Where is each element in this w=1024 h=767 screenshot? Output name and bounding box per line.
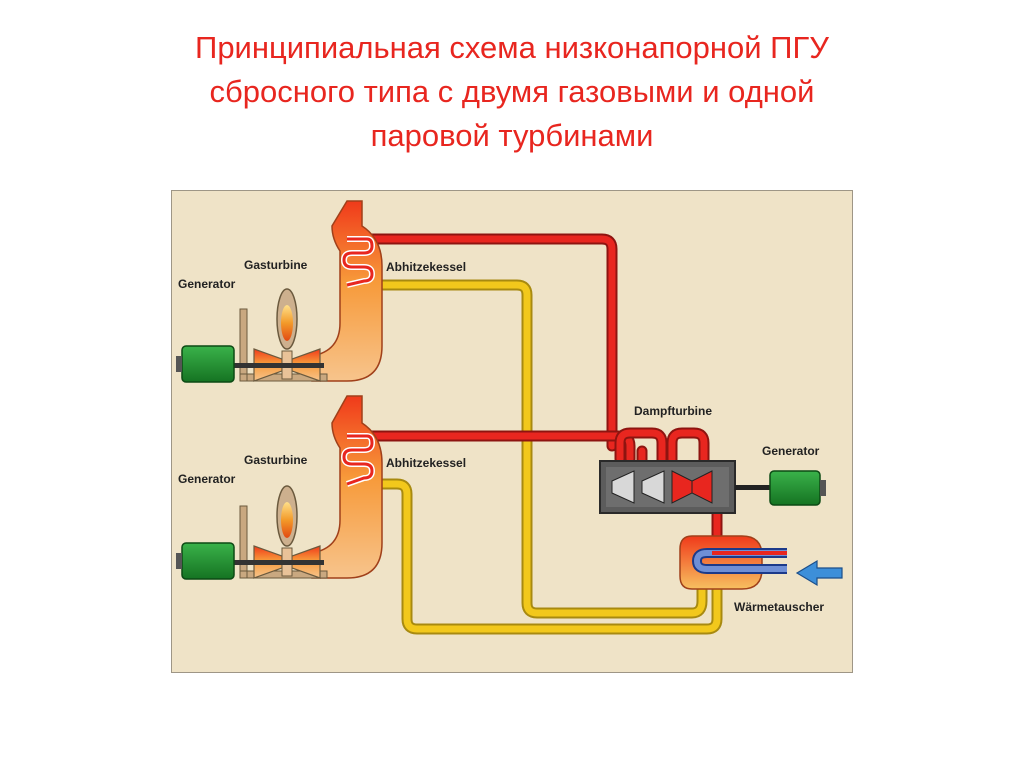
water-pipes xyxy=(341,279,723,635)
page-title: Принципиальная схема низконапорной ПГУ с… xyxy=(0,26,1024,158)
shaft-bottom xyxy=(234,560,324,565)
flame-top xyxy=(281,305,293,341)
generator-right xyxy=(769,470,821,506)
gas-turbine-unit-top xyxy=(176,200,383,383)
steam-stage-3b xyxy=(691,470,713,504)
gas-turbine-unit-bottom xyxy=(176,395,383,580)
title-line-1: Принципиальная схема низконапорной ПГУ xyxy=(195,30,829,65)
generator-top-left xyxy=(181,345,235,383)
label-gasturbine-top: Gasturbine xyxy=(244,258,308,272)
label-waermetauscher: Wärmetauscher xyxy=(734,600,825,614)
turbine-frame-bottom xyxy=(239,505,328,579)
label-generator-right: Generator xyxy=(762,444,820,458)
heat-recovery-boiler-top xyxy=(311,200,383,382)
steam-stage-2 xyxy=(641,470,665,504)
heat-recovery-boiler-bottom xyxy=(311,395,383,579)
title-line-3: паровой турбинами xyxy=(370,118,654,153)
inflow-arrow xyxy=(795,559,843,587)
label-abhitzekessel-bottom: Abhitzekessel xyxy=(386,456,467,470)
flame-bottom xyxy=(281,502,293,538)
label-generator-bottom: Generator xyxy=(178,472,236,486)
heat-exchanger-unit xyxy=(679,535,843,590)
steam-shaft xyxy=(735,485,770,490)
label-abhitzekessel-top: Abhitzekessel xyxy=(386,260,467,274)
label-gasturbine-bottom: Gasturbine xyxy=(244,453,308,467)
power-plant-diagram: Gasturbine Generator Abhitzekessel Gastu… xyxy=(171,190,853,673)
generator-bottom-left xyxy=(181,542,235,580)
turbine-frame-top xyxy=(239,308,328,382)
shaft-top xyxy=(234,363,324,368)
title-line-2: сбросного типа с двумя газовыми и одной xyxy=(209,74,815,109)
diagram-graphics xyxy=(176,200,843,635)
label-generator-top: Generator xyxy=(178,277,236,291)
steam-stage-1 xyxy=(611,470,635,504)
label-dampfturbine: Dampfturbine xyxy=(634,404,712,418)
steam-turbine-unit xyxy=(599,460,826,514)
